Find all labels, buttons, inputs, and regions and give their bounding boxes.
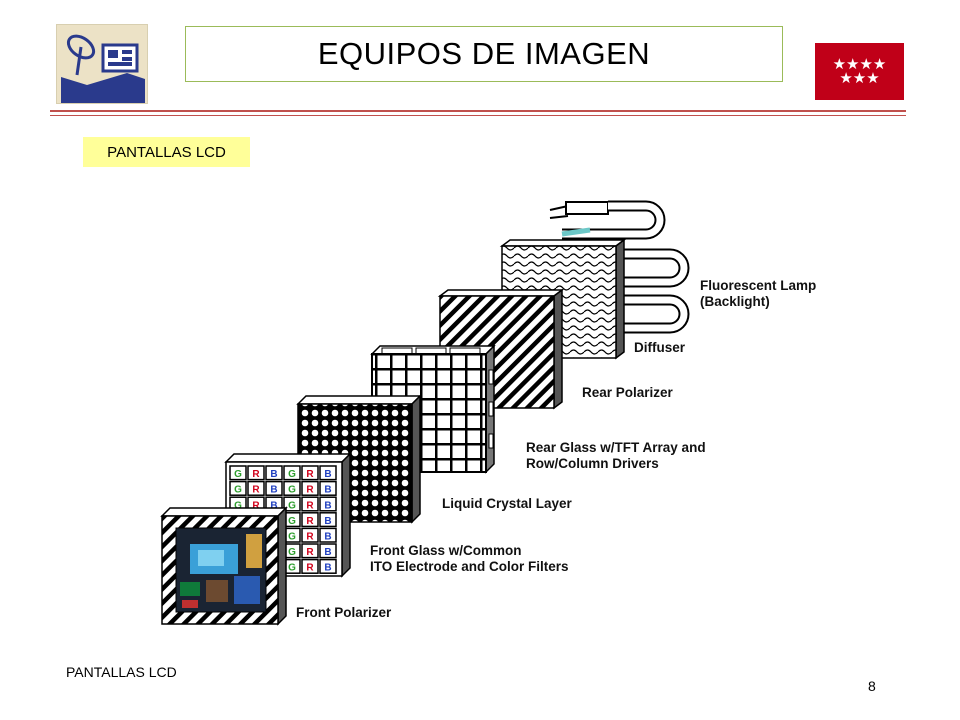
label-front-polarizer: Front Polarizer <box>296 605 392 620</box>
color-filter-cell <box>301 465 319 481</box>
color-filter-cell <box>283 480 301 496</box>
color-filter-letter: B <box>324 485 331 496</box>
color-filter-letter: B <box>324 516 331 527</box>
color-filter-cell <box>319 527 337 543</box>
color-filter-cell <box>301 543 319 559</box>
color-filter-letter: B <box>270 500 277 511</box>
footer-label: PANTALLAS LCD <box>66 664 177 680</box>
color-filter-letter: B <box>324 547 331 558</box>
color-filter-letter: R <box>306 516 314 527</box>
color-filter-letter: G <box>288 563 296 574</box>
color-filter-cell <box>301 496 319 512</box>
front-polarizer-layer <box>160 506 288 626</box>
color-filter-cell <box>319 512 337 528</box>
color-filter-cell <box>229 465 247 481</box>
flag-stars-bottom: ★★★ <box>839 69 880 87</box>
label-rear-glass-1: Rear Glass w/TFT Array and <box>526 440 706 455</box>
madrid-flag-stars-icon: ★★★★ ★★★ <box>815 43 904 100</box>
color-filter-cell <box>301 527 319 543</box>
color-filter-cell <box>265 480 283 496</box>
color-filter-letter: R <box>306 500 314 511</box>
label-diffuser: Diffuser <box>634 340 686 355</box>
color-filter-cell <box>247 465 265 481</box>
color-filter-letter: B <box>324 469 331 480</box>
color-filter-cell <box>283 465 301 481</box>
label-rear-glass-2: Row/Column Drivers <box>526 456 659 471</box>
color-filter-cell <box>265 465 283 481</box>
color-filter-letter: R <box>306 563 314 574</box>
color-filter-cell <box>319 496 337 512</box>
color-filter-letter: G <box>234 500 242 511</box>
label-liquid-crystal: Liquid Crystal Layer <box>442 496 573 511</box>
color-filter-letter: G <box>288 516 296 527</box>
label-fluorescent-lamp-2: (Backlight) <box>700 294 770 309</box>
color-filter-letter: B <box>324 500 331 511</box>
color-filter-letter: G <box>234 485 242 496</box>
label-fluorescent-lamp-1: Fluorescent Lamp <box>700 278 816 293</box>
label-front-glass-2: ITO Electrode and Color Filters <box>370 559 569 574</box>
color-filter-cell <box>319 465 337 481</box>
color-filter-cell <box>247 480 265 496</box>
color-filter-letter: R <box>306 469 314 480</box>
color-filter-letter: G <box>288 532 296 543</box>
color-filter-letter: B <box>324 563 331 574</box>
color-filter-letter: R <box>306 485 314 496</box>
flag-stars-top: ★★★★ <box>832 55 887 73</box>
page-title: EQUIPOS DE IMAGEN <box>317 36 651 71</box>
header-divider-thin <box>50 115 906 116</box>
color-filter-letter: R <box>252 469 260 480</box>
header-divider <box>50 110 906 112</box>
color-filter-cell <box>301 480 319 496</box>
color-filter-letter: R <box>306 532 314 543</box>
lcd-layers-diagram: GRBGRBGRBGRBGRBGRBGRBGRBGRBGRBGRBGRBGRBG… <box>160 200 816 626</box>
color-filter-letter: G <box>288 469 296 480</box>
color-filter-letter: G <box>288 485 296 496</box>
section-label-text: PANTALLAS LCD <box>107 143 226 161</box>
color-filter-cell <box>229 480 247 496</box>
color-filter-cell <box>319 558 337 574</box>
color-filter-cell <box>283 496 301 512</box>
section-label: PANTALLAS LCD <box>83 137 250 167</box>
fluorescent-lamp <box>549 200 690 334</box>
color-filter-cell <box>301 558 319 574</box>
color-filter-letter: G <box>288 547 296 558</box>
page-number: 8 <box>868 678 876 694</box>
color-filter-letter: G <box>234 469 242 480</box>
color-filter-letter: B <box>270 485 277 496</box>
color-filter-letter: R <box>306 547 314 558</box>
color-filter-letter: R <box>252 500 260 511</box>
color-filter-cell <box>319 543 337 559</box>
color-filter-letter: B <box>270 469 277 480</box>
color-filter-cell <box>319 480 337 496</box>
label-rear-polarizer: Rear Polarizer <box>582 385 674 400</box>
title-box: EQUIPOS DE IMAGEN <box>185 26 783 82</box>
satellite-dish-computer-icon <box>56 24 148 104</box>
color-filter-letter: B <box>324 532 331 543</box>
color-filter-letter: G <box>288 500 296 511</box>
label-front-glass-1: Front Glass w/Common <box>370 543 522 558</box>
color-filter-cell <box>301 512 319 528</box>
color-filter-letter: R <box>252 485 260 496</box>
